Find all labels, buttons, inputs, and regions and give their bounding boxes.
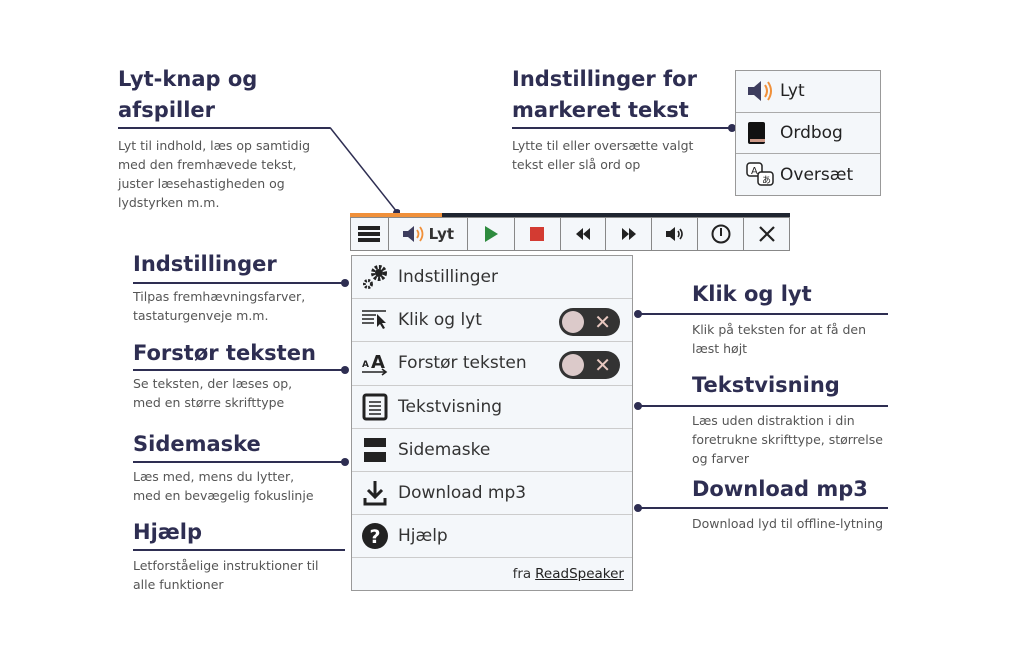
speed-button[interactable] (698, 218, 745, 250)
connector-dot (341, 279, 349, 287)
annotation-title: Klik og lyt (692, 282, 812, 306)
annotation-title: Download mp3 (692, 477, 868, 501)
listen-label: Lyt (428, 225, 455, 243)
menu-item-label: Download mp3 (398, 483, 527, 504)
menu-item-klik-og-lyt[interactable]: Klik og lyt ✕ (352, 299, 632, 343)
help-icon: ? (360, 521, 390, 551)
connector-line (638, 405, 888, 407)
menu-item-label: Klik og lyt (398, 310, 482, 331)
connector-dot (341, 366, 349, 374)
close-button[interactable] (744, 218, 789, 250)
annotation-title: Tekstvisning (692, 373, 840, 397)
connector-diagonal (329, 127, 400, 217)
connector-line (133, 461, 345, 463)
svg-text:A: A (362, 360, 369, 370)
annotation-desc: Tilpas fremhævningsfarver, tastaturgenve… (133, 289, 306, 323)
connector-line (133, 369, 345, 371)
menu-button[interactable] (351, 218, 389, 250)
annotation-title: Forstør teksten (133, 341, 316, 365)
hamburger-icon (358, 226, 381, 242)
progress-bar[interactable] (350, 213, 790, 217)
connector-line (638, 507, 888, 509)
text-view-icon (360, 392, 390, 422)
connector-dot (341, 458, 349, 466)
selection-dictionary[interactable]: Ordbog (736, 113, 880, 154)
annotation-desc: Lyt til indhold, læs op samtidig med den… (118, 138, 311, 210)
forward-icon (621, 228, 636, 240)
stop-icon (530, 227, 545, 241)
selection-label: Lyt (780, 81, 805, 102)
listen-button[interactable]: Lyt (389, 218, 468, 250)
progress-fill (350, 213, 443, 217)
annotation-desc: Download lyd til offline-lytning (692, 516, 884, 531)
connector-dot (728, 124, 736, 132)
annotation-desc: Læs med, mens du lytter, med en bevægeli… (133, 469, 314, 503)
annotation-desc: Klik på teksten for at få den læst højt (692, 322, 867, 356)
play-icon (484, 226, 498, 242)
volume-icon (665, 227, 683, 241)
svg-text:A: A (371, 352, 385, 373)
annotation-title: Indstillinger (133, 252, 277, 276)
speaker-icon (746, 80, 780, 102)
annotation-desc: Se teksten, der læses op, med en større … (133, 376, 293, 410)
player-toolbar: Lyt (350, 217, 790, 251)
readspeaker-link[interactable]: ReadSpeaker (535, 566, 624, 583)
svg-text:A: A (751, 166, 758, 177)
menu-item-label: Sidemaske (398, 439, 491, 460)
annotation-desc: Lytte til eller oversætte valgt tekst el… (512, 138, 694, 172)
toggle-off-icon: ✕ (594, 310, 611, 335)
menu-item-label: Hjælp (398, 526, 448, 547)
book-icon (746, 121, 780, 145)
menu-item-label: Forstør teksten (398, 353, 527, 374)
menu-item-download-mp3[interactable]: Download mp3 (352, 472, 632, 516)
enlarge-text-toggle[interactable]: ✕ (559, 351, 620, 380)
click-listen-toggle[interactable]: ✕ (559, 308, 620, 337)
selection-label: Ordbog (780, 122, 843, 143)
play-button[interactable] (468, 218, 515, 250)
connector-line (638, 313, 888, 315)
annotation-title: Hjælp (133, 520, 203, 544)
menu-item-label: Indstillinger (398, 267, 499, 288)
page-mask-icon (360, 435, 390, 465)
annotation-title: Sidemaske (133, 432, 261, 456)
connector-line (118, 127, 330, 129)
menu-item-tekstvisning[interactable]: Tekstvisning (352, 386, 632, 429)
menu-item-indstillinger[interactable]: Indstillinger (352, 256, 632, 300)
close-icon (758, 226, 775, 242)
menu-item-label: Tekstvisning (398, 396, 503, 417)
rewind-icon (575, 228, 590, 240)
menu-item-sidemaske[interactable]: Sidemaske (352, 429, 632, 472)
selection-listen[interactable]: Lyt (736, 71, 880, 113)
forward-button[interactable] (606, 218, 653, 250)
volume-button[interactable] (652, 218, 699, 250)
menu-item-hjaelp[interactable]: ? Hjælp (352, 515, 632, 559)
footer-prefix: fra (512, 566, 532, 583)
connector-line (133, 282, 345, 284)
svg-text:あ: あ (762, 175, 771, 186)
selection-label: Oversæt (780, 164, 854, 185)
click-listen-icon (360, 305, 390, 335)
svg-text:?: ? (370, 526, 381, 548)
connector-line (133, 549, 345, 551)
gears-icon (360, 262, 390, 292)
speedometer-icon (711, 224, 731, 244)
connector-line (512, 127, 732, 129)
download-icon (360, 478, 390, 508)
rewind-button[interactable] (561, 218, 607, 250)
annotation-desc: Læs uden distraktion i din foretrukne sk… (692, 413, 883, 466)
speaker-icon (402, 226, 423, 242)
stop-button[interactable] (515, 218, 561, 250)
annotation-desc: Letforståelige instruktioner til alle fu… (133, 558, 319, 592)
toggle-off-icon: ✕ (594, 353, 611, 378)
